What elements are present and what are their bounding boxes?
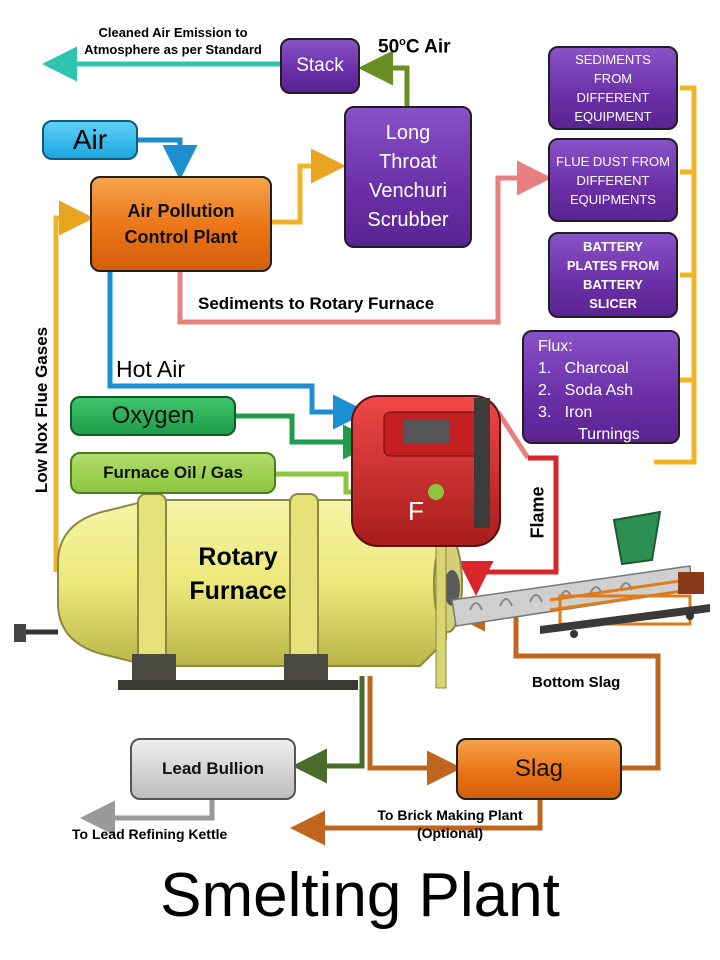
lead-refining-label: To Lead Refining Kettle xyxy=(72,826,228,842)
battery-plates-node: BATTERY PLATES FROM BATTERY SLICER xyxy=(548,232,678,318)
flux-item: 2. Soda Ash xyxy=(538,382,634,399)
scrubber-node: Long Throat Venchuri Scrubber xyxy=(344,106,472,248)
furnace-to-lead-arrow xyxy=(292,676,365,784)
lead-bullion-node: Lead Bullion xyxy=(130,738,296,800)
cleaned-air-label: Cleaned Air Emission to Atmosphere as pe… xyxy=(84,25,262,57)
flux-item: 1. Charcoal xyxy=(538,360,629,377)
stack-node: Stack xyxy=(280,38,360,94)
apcp-node: Air Pollution Control Plant xyxy=(90,176,272,272)
brick-making-arrow xyxy=(290,800,543,846)
flux-item: 3. Iron xyxy=(538,404,593,421)
screw-feeder-illustration xyxy=(451,510,710,638)
50c-air-label: 50oC Air xyxy=(378,36,451,58)
apcp-to-scrubber-arrow xyxy=(272,148,346,225)
hot-air-arrow xyxy=(107,272,368,430)
flux-title: Flux: xyxy=(538,338,573,355)
oxygen-node: Oxygen xyxy=(70,396,236,436)
low-nox-arrow xyxy=(53,200,94,572)
rotary-furnace-illustration xyxy=(14,493,463,690)
page-title: Smelting Plant xyxy=(160,861,560,930)
flux-item: Turnings xyxy=(578,426,640,443)
sediments-loop-arrow xyxy=(177,160,552,325)
scrubber-to-stack-arrow xyxy=(358,50,410,106)
furnace-to-slag-arrow xyxy=(367,676,462,786)
hot-air-label: Hot Air xyxy=(116,356,186,382)
flame-label: Flame xyxy=(527,486,548,539)
sediments-node: SEDIMENTS FROM DIFFERENT EQUIPMENT xyxy=(548,46,678,130)
air-node: Air xyxy=(42,120,138,160)
lead-refining-arrow xyxy=(80,800,215,836)
flue-dust-node: FLUE DUST FROM DIFFERENT EQUIPMENTS xyxy=(548,138,678,222)
air-to-apcp-arrow xyxy=(138,137,198,180)
slag-node: Slag xyxy=(456,738,622,800)
bottom-slag-label: Bottom Slag xyxy=(532,674,621,691)
brick-making-label: To Brick Making Plant (Optional) xyxy=(377,807,523,841)
low-nox-label: Low Nox Flue Gases xyxy=(32,326,51,494)
flux-node: Flux: 1. Charcoal 2. Soda Ash 3. Iron Tu… xyxy=(522,330,680,444)
flame-arrow xyxy=(458,455,559,596)
oxygen-arrow xyxy=(236,413,378,460)
rotary-furnace-label: Rotary Furnace xyxy=(189,543,287,605)
furnace-oil-node: Furnace Oil / Gas xyxy=(70,452,276,494)
svg-text:F: F xyxy=(408,496,424,526)
burner-illustration: F xyxy=(351,395,501,547)
sediments-to-furnace-label: Sediments to Rotary Furnace xyxy=(198,294,435,313)
